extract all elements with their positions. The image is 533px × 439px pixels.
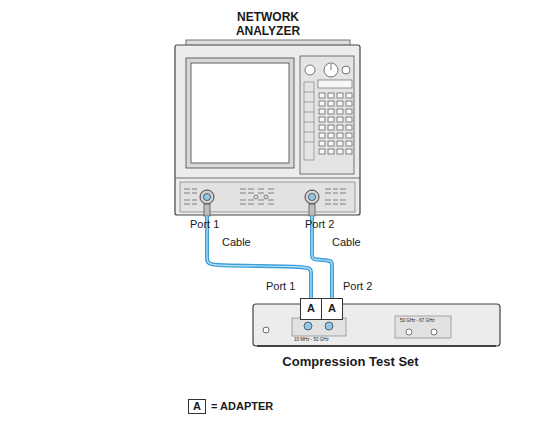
test-set-node: Compression Test Set AA	[253, 296, 503, 376]
frequency-label: 10 MHz - 50 GHz	[294, 337, 329, 342]
cable-inner	[207, 216, 311, 298]
port-label: Port 2	[343, 280, 372, 292]
adapter-letter: A	[322, 299, 342, 317]
adapter-letter: A	[301, 299, 321, 317]
cable-label: Cable	[220, 236, 253, 248]
device-name: NETWORK ANALYZER	[213, 10, 323, 38]
adapter-box: A	[321, 298, 343, 320]
frequency-label: 50 GHz - 67 GHz	[400, 318, 435, 323]
port-label: Port 2	[305, 218, 334, 230]
analyzer-node: NETWORK ANALYZER	[175, 8, 361, 216]
cable	[207, 216, 311, 298]
cable-label: Cable	[330, 236, 363, 248]
compression-test-set	[253, 304, 500, 346]
port-label: Port 1	[190, 218, 219, 230]
cable-outer	[207, 216, 311, 298]
device-name: Compression Test Set	[253, 354, 448, 369]
port-label: Port 1	[266, 280, 295, 292]
adapter-box: A	[300, 298, 322, 320]
legend-text: = ADAPTER	[211, 400, 273, 412]
network-analyzer	[175, 40, 360, 216]
legend-symbol: A	[188, 399, 206, 414]
